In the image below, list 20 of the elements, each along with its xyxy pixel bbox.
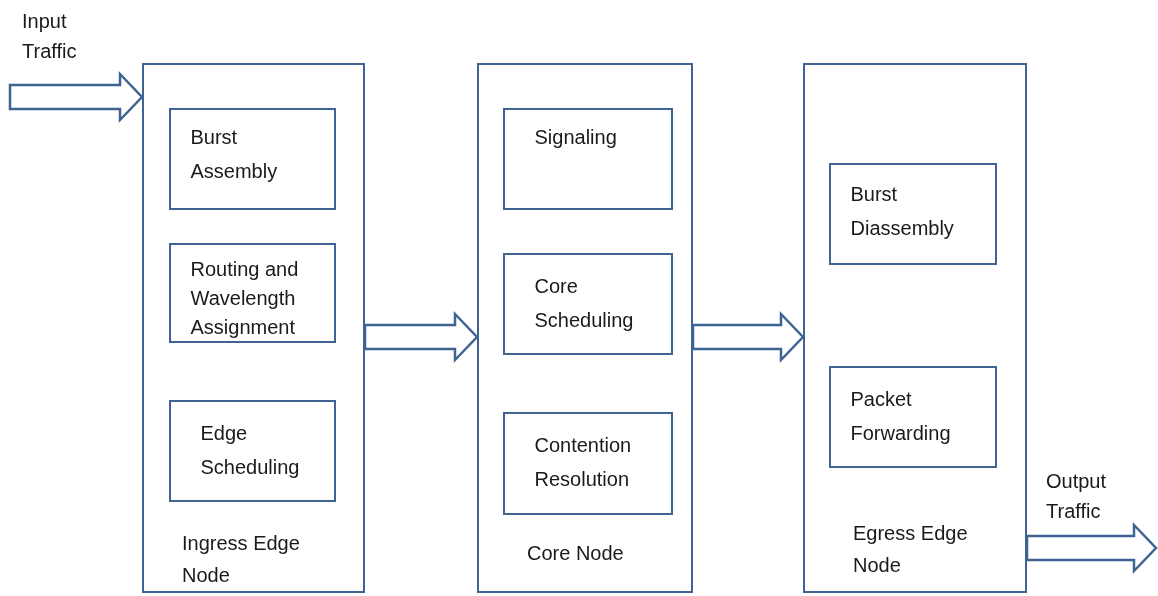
process-box: Routing and Wavelength Assignment: [168, 242, 336, 343]
process-box: Edge Scheduling: [168, 399, 336, 502]
traffic-label: Input Traffic: [22, 9, 78, 64]
block-arrow: [363, 310, 479, 364]
process-box: Burst Assembly: [168, 107, 336, 210]
block-arrow: [8, 70, 144, 124]
process-box: Contention Resolution: [502, 411, 673, 515]
process-box: Packet Forwarding: [828, 365, 997, 468]
node-label: Egress Edge Node: [853, 521, 969, 578]
process-box: Burst Diassembly: [828, 162, 997, 265]
process-box: Core Scheduling: [502, 252, 673, 355]
block-arrow: [1025, 521, 1158, 575]
node-label: Core Node: [527, 541, 625, 566]
traffic-label: Output Traffic: [1046, 469, 1108, 524]
process-box: Signaling: [502, 107, 673, 210]
node-label: Ingress Edge Node: [182, 531, 301, 588]
block-arrow: [691, 310, 805, 364]
node-box: [803, 63, 1027, 593]
node-box: [477, 63, 693, 593]
node-box: [142, 63, 365, 593]
